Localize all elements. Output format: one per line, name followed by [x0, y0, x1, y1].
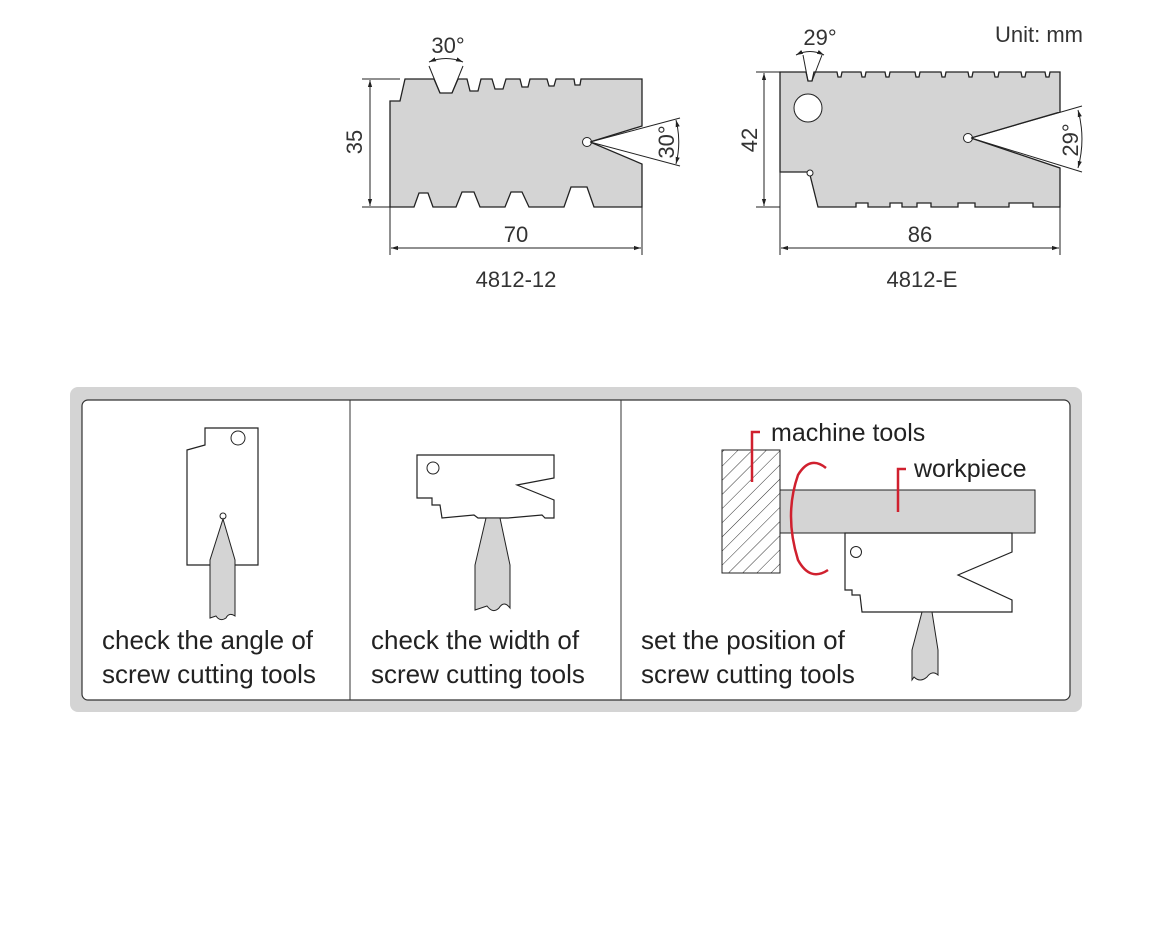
hole	[230, 430, 246, 446]
height-label: 42	[737, 128, 762, 152]
relief-hole	[806, 169, 814, 177]
panel-inner	[81, 399, 1071, 701]
top-angle-label: 30°	[431, 33, 464, 58]
gauge-4812-12-drawing: 30° 30° 35 70 4812-12	[342, 33, 681, 292]
panel-caption-line2: screw cutting tools	[371, 659, 585, 689]
panel-caption-line2: screw cutting tools	[102, 659, 316, 689]
gauge-icon	[416, 454, 555, 519]
panel-set-position: machine tools workpiece set the position…	[641, 419, 1036, 689]
rotation-arrow-icon	[789, 461, 829, 576]
hole	[426, 461, 440, 475]
unit-label: Unit: mm	[995, 22, 1083, 47]
height-label: 35	[342, 130, 367, 154]
cutting-tool-icon	[911, 611, 939, 682]
gauge-4812-E-drawing: 29° 29° 42 86 4812-E	[737, 25, 1083, 292]
cutting-tool-icon	[474, 517, 511, 612]
panel-caption-line1: check the angle of	[102, 625, 314, 655]
workpiece-label: workpiece	[913, 455, 1027, 483]
usage-panel: check the angle of screw cutting tools c…	[70, 387, 1082, 712]
hole	[850, 546, 862, 558]
panel-check-width: check the width of screw cutting tools	[371, 454, 585, 689]
hanging-hole	[793, 93, 823, 123]
gauge-body	[779, 71, 1061, 208]
panel-caption-line2: screw cutting tools	[641, 659, 855, 689]
gauge-icon	[844, 532, 1013, 613]
workpiece-bar	[779, 489, 1036, 534]
callout-bracket	[896, 467, 906, 512]
machine-tools-label: machine tools	[771, 419, 925, 447]
model-label: 4812-12	[476, 267, 557, 292]
top-angle-label: 29°	[803, 25, 836, 50]
side-angle-label: 29°	[1058, 123, 1083, 156]
width-label: 86	[908, 222, 932, 247]
panel-caption-line1: set the position of	[641, 625, 846, 655]
gauge-icon	[186, 427, 259, 566]
panel-check-angle: check the angle of screw cutting tools	[102, 427, 316, 689]
callout-bracket	[750, 430, 760, 482]
gauge-body	[389, 78, 643, 208]
model-label: 4812-E	[887, 267, 958, 292]
side-angle-label: 30°	[654, 125, 679, 158]
panel-caption-line1: check the width of	[371, 625, 580, 655]
cutting-tool-icon	[209, 517, 236, 621]
width-label: 70	[504, 222, 528, 247]
